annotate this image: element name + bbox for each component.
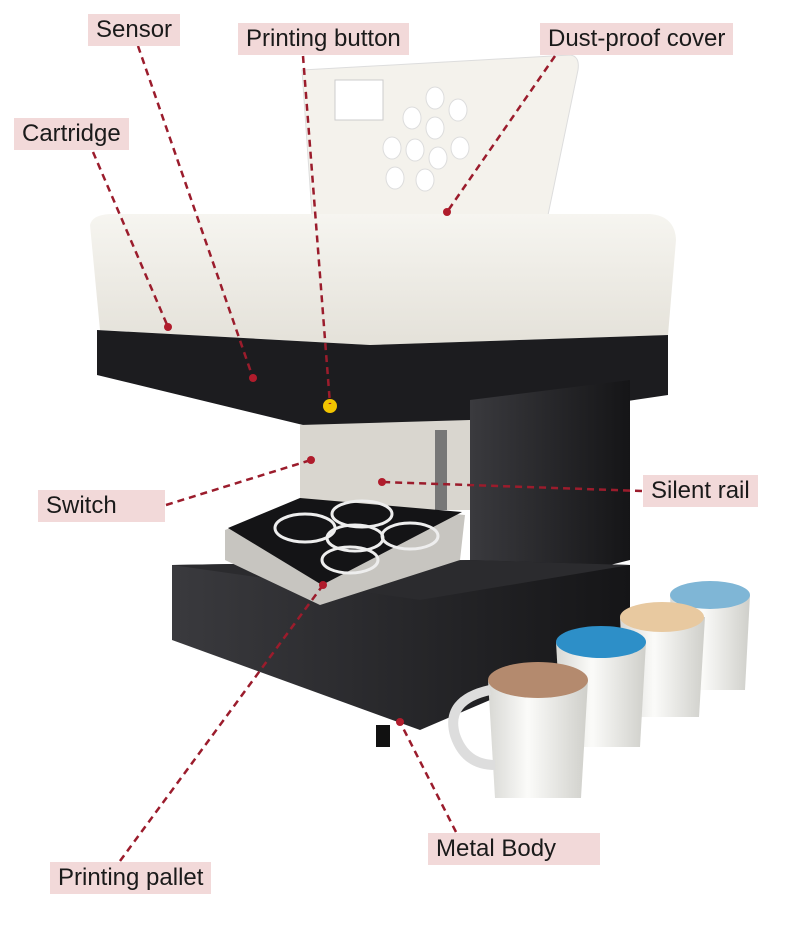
label-printing-pallet: Printing pallet [50,862,212,894]
silent-rail [435,430,447,510]
printer-right-column [470,380,630,600]
label-dust-proof-cover: Dust-proof cover [540,23,734,55]
leader-lines [91,45,643,862]
label-cartridge: Cartridge [14,118,129,150]
pallet-rings [273,499,440,575]
printing-button [323,399,337,413]
label-printing-button: Printing button [238,23,409,55]
cover-holes [382,86,470,192]
label-switch: Switch [38,490,165,522]
leader-dots [164,208,451,726]
cover-label-sticker [334,79,384,121]
printer-back-panel [300,420,470,510]
printed-mugs [448,581,750,798]
label-metal-body: Metal Body [428,833,600,865]
label-sensor: Sensor [88,14,181,46]
label-silent-rail: Silent rail [643,475,758,507]
printer-top-housing [90,214,676,345]
